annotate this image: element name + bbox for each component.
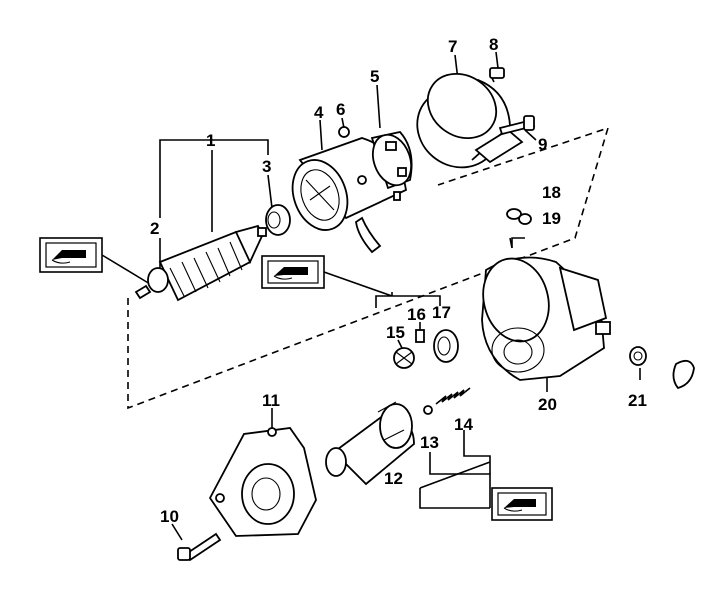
callout-6: 6 (336, 100, 345, 119)
part-14-spring (435, 387, 471, 405)
part-8-screw (489, 67, 505, 83)
part-19-washer (518, 213, 532, 225)
part-21-nut (629, 346, 647, 366)
part-16-key (415, 329, 425, 343)
part-15-pinion (393, 347, 415, 369)
part-13-ball (423, 405, 433, 415)
callout-17: 17 (432, 303, 451, 322)
callout-10: 10 (160, 507, 179, 526)
callout-1: 1 (206, 131, 215, 150)
part-6-screw (338, 126, 350, 138)
callout-13: 13 (420, 433, 439, 452)
callout-7: 7 (448, 37, 457, 56)
callout-labels: 1 2 3 4 5 6 7 8 9 10 11 12 13 14 15 16 1… (150, 35, 647, 526)
callout-9: 9 (538, 135, 547, 154)
part-17-idle-gear (433, 329, 459, 363)
callout-11: 11 (262, 391, 280, 410)
callout-2: 2 (150, 219, 159, 238)
part-10-bolt (177, 532, 222, 562)
part-11-end-frame (208, 427, 317, 537)
grease-icon (39, 237, 103, 273)
callout-19: 19 (542, 209, 561, 228)
part-9-through-bolt (498, 115, 536, 136)
callout-15: 15 (386, 323, 405, 342)
part-20-drive-housing (481, 237, 611, 381)
part-7-yoke-band (416, 73, 524, 169)
callout-3: 3 (262, 157, 271, 176)
part-1-armature (134, 224, 267, 302)
callout-5: 5 (370, 67, 379, 86)
callout-14: 14 (454, 415, 473, 434)
part-3-bearing (265, 204, 291, 236)
part-5-brush-holder (370, 131, 413, 201)
grease-icon (261, 255, 325, 289)
assembly-outline (127, 126, 610, 410)
callout-18: 18 (542, 183, 561, 202)
terminal-connector (672, 359, 695, 390)
callout-20: 20 (538, 395, 557, 414)
callout-12: 12 (384, 469, 403, 488)
callout-4: 4 (314, 103, 324, 122)
part-18-nut (506, 208, 522, 220)
leader-lines (101, 51, 641, 541)
part-12-clutch (325, 401, 415, 486)
callout-21: 21 (628, 391, 647, 410)
grease-icon (491, 487, 553, 521)
callout-8: 8 (489, 35, 498, 54)
callout-16: 16 (407, 305, 426, 324)
